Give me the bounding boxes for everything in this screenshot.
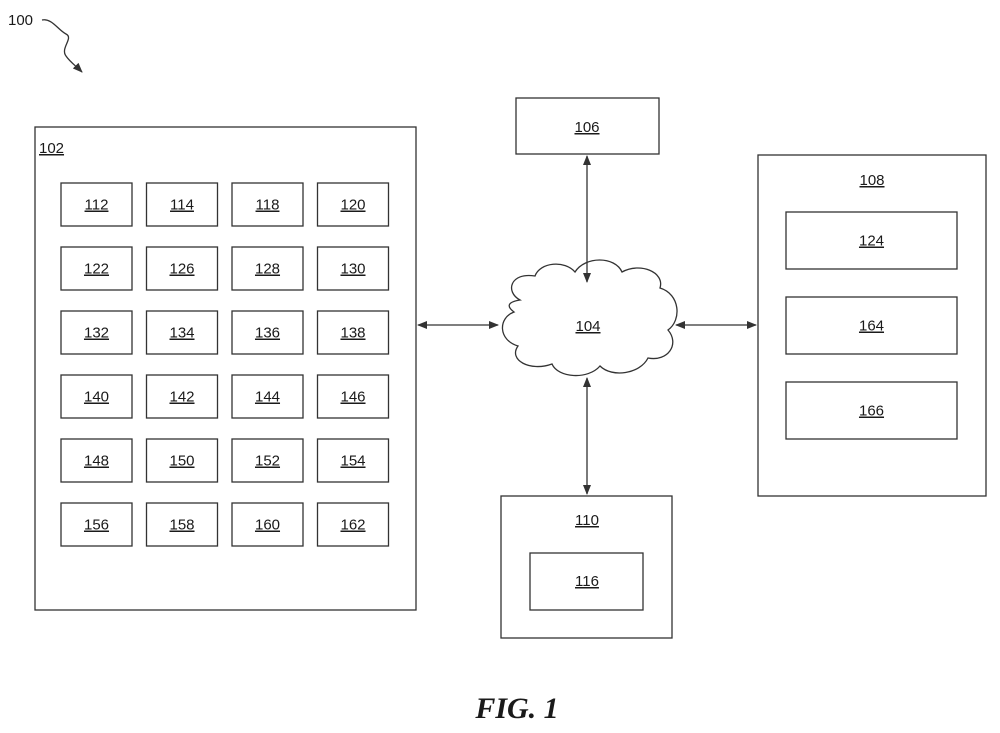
box-148-label: 148 [84,453,109,470]
box-166-label: 166 [859,403,884,420]
box-106-label: 106 [574,119,599,136]
figure-caption: FIG. 1 [474,692,558,725]
box-106: 106 [516,98,659,154]
box-126-label: 126 [169,261,194,278]
box-136-label: 136 [255,325,280,342]
reference-leader-arrow [42,20,82,72]
box-102: 102 112 114 118 120 122 126 128 130 132 134 136 138… [35,127,416,610]
box-158-label: 158 [169,517,194,534]
cloud-104-label: 104 [575,318,600,335]
box-152-label: 152 [255,453,280,470]
box-154-label: 154 [340,453,365,470]
box-146-label: 146 [340,389,365,406]
box-114-label: 114 [170,197,194,214]
box-108: 108 124 164 166 [758,155,986,496]
box-130-label: 130 [340,261,365,278]
box-144-label: 144 [255,389,280,406]
box-102-label: 102 [39,140,64,157]
box-142-label: 142 [169,389,194,406]
box-150-label: 150 [169,453,194,470]
box-108-items: 124 164 166 [786,212,957,439]
box-112-label: 112 [85,197,109,214]
box-134-label: 134 [169,325,194,342]
box-110: 110 116 [501,496,672,638]
box-128-label: 128 [255,261,280,278]
box-140-label: 140 [84,389,109,406]
box-118-label: 118 [256,197,280,214]
box-124-label: 124 [859,233,884,250]
box-138-label: 138 [340,325,365,342]
box-160-label: 160 [255,517,280,534]
box-156-label: 156 [84,517,109,534]
box-164-label: 164 [859,318,884,335]
cloud-104: 104 [502,260,677,376]
box-162-label: 162 [340,517,365,534]
box-120-label: 120 [340,197,365,214]
box-108-label: 108 [859,172,884,189]
box-122-label: 122 [84,261,109,278]
box-116-label: 116 [575,573,599,590]
reference-numeral-100: 100 [8,12,33,29]
box-110-label: 110 [575,512,599,529]
box-132-label: 132 [84,325,109,342]
